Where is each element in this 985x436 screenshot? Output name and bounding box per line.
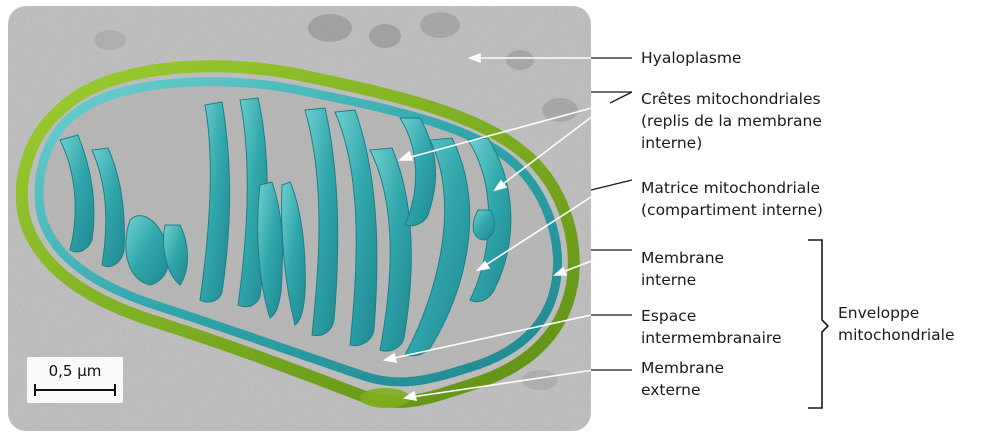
scale-bar: 0,5 µm [27,357,123,403]
leader-lines-outside [591,58,632,370]
label-matrice: Matrice mitochondriale (compartiment int… [641,177,823,221]
label-enveloppe: Enveloppe mitochondriale [838,302,954,346]
label-cretes: Crêtes mitochondriales (replis de la mem… [641,88,822,154]
label-membrane-externe: Membrane externe [641,357,724,401]
label-espace: Espace intermembranaire [641,305,781,349]
label-membrane-interne: Membrane interne [641,247,724,291]
scale-bar-line [27,357,123,403]
label-hyaloplasme: Hyaloplasme [641,47,741,69]
enveloppe-bracket [808,240,828,408]
